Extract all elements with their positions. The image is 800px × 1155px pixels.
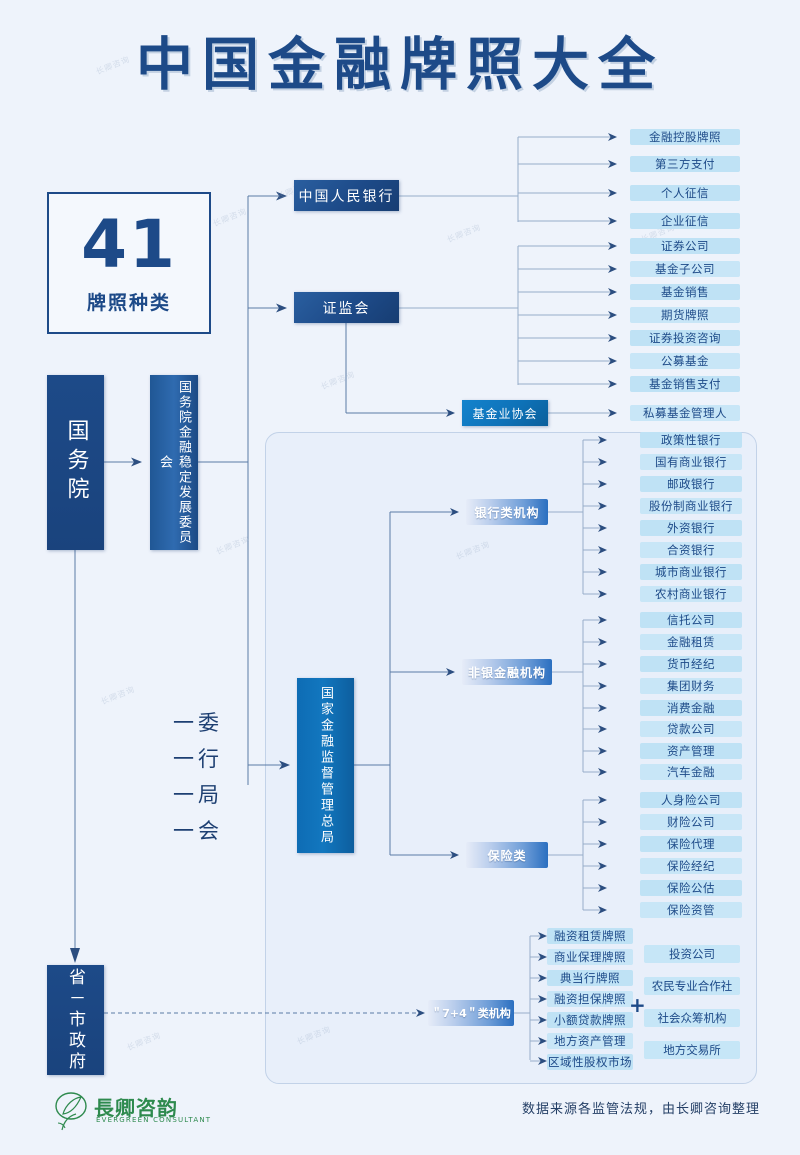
node-nonbank-institutions[interactable]: 非银金融机构 <box>462 659 552 685</box>
leaf-chip[interactable]: 贷款公司 <box>640 721 742 737</box>
plus-leaf-chip[interactable]: 地方交易所 <box>644 1041 740 1059</box>
leaf-chip[interactable]: 地方资产管理 <box>547 1033 633 1049</box>
leaf-chip[interactable]: 汽车金融 <box>640 764 742 780</box>
leaf-chip[interactable]: 金融控股牌照 <box>630 129 740 145</box>
leaf-chip[interactable]: 典当行牌照 <box>547 970 633 986</box>
slogan-block: 一委 一行 一局 一会 <box>138 705 258 849</box>
watermark: 长卿咨询 <box>99 684 137 707</box>
license-count-label: 牌照种类 <box>86 291 171 314</box>
leaf-chip[interactable]: 保险经纪 <box>640 858 742 874</box>
leaf-chip[interactable]: 保险代理 <box>640 836 742 852</box>
slogan-line-2: 一行 <box>173 747 223 771</box>
leaf-chip[interactable]: 消费金融 <box>640 700 742 716</box>
leaf-chip[interactable]: 保险公估 <box>640 880 742 896</box>
leaf-chip[interactable]: 私募基金管理人 <box>630 405 740 421</box>
leaf-chip[interactable]: 区域性股权市场 <box>547 1054 633 1070</box>
leaf-chip[interactable]: 证券公司 <box>630 238 740 254</box>
brand-logo: 長卿咨韵 EVERGREEN CONSULTANT <box>52 1090 262 1134</box>
leaf-chip[interactable]: 第三方支付 <box>630 156 740 172</box>
leaf-chip[interactable]: 保险资管 <box>640 902 742 918</box>
watermark: 长卿咨询 <box>214 534 252 557</box>
leaf-chip[interactable]: 政策性银行 <box>640 432 742 448</box>
leaf-chip[interactable]: 融资租赁牌照 <box>547 928 633 944</box>
plus-sign-icon: + <box>629 993 646 1017</box>
leaf-chip[interactable]: 小额贷款牌照 <box>547 1012 633 1028</box>
node-insurance-institutions[interactable]: 保险类 <box>466 842 548 868</box>
leaf-chip[interactable]: 财险公司 <box>640 814 742 830</box>
leaf-logo-icon <box>55 1092 87 1131</box>
leaf-chip[interactable]: 商业保理牌照 <box>547 949 633 965</box>
leaf-chip[interactable]: 融资担保牌照 <box>547 991 633 1007</box>
leaf-chip[interactable]: 金融租赁 <box>640 634 742 650</box>
node-state-council[interactable]: 国务院 <box>47 375 104 550</box>
slogan-line-3: 一局 <box>173 783 223 807</box>
leaf-chip[interactable]: 基金子公司 <box>630 261 740 277</box>
brand-logo-subtitle: EVERGREEN CONSULTANT <box>96 1116 212 1124</box>
leaf-chip[interactable]: 国有商业银行 <box>640 454 742 470</box>
page-title: 中国金融牌照大全 <box>136 32 664 98</box>
leaf-chip[interactable]: 集团财务 <box>640 678 742 694</box>
watermark: 长卿咨询 <box>445 222 483 245</box>
leaf-chip[interactable]: 城市商业银行 <box>640 564 742 580</box>
node-amac[interactable]: 基金业协会 <box>462 400 548 426</box>
license-count-card: 41 牌照种类 <box>47 192 211 334</box>
leaf-chip[interactable]: 人身险公司 <box>640 792 742 808</box>
node-pboc[interactable]: 中国人民银行 <box>294 180 399 211</box>
leaf-chip[interactable]: 外资银行 <box>640 520 742 536</box>
node-seven-plus-four[interactable]: ＂7+4＂类机构 <box>428 1000 514 1026</box>
node-financial-stability-committee[interactable]: 国务院金融稳定发展委员会 <box>150 375 198 550</box>
leaf-chip[interactable]: 个人征信 <box>630 185 740 201</box>
leaf-chip[interactable]: 信托公司 <box>640 612 742 628</box>
watermark: 长卿咨询 <box>319 369 357 392</box>
node-nfra[interactable]: 国家金融监督管理总局 <box>297 678 354 853</box>
leaf-chip[interactable]: 邮政银行 <box>640 476 742 492</box>
brand-logo-text: 長卿咨韵 <box>94 1096 178 1120</box>
watermark: 长卿咨询 <box>125 1030 163 1053</box>
node-local-government[interactable]: 省－市政府 <box>47 965 104 1075</box>
leaf-chip[interactable]: 证券投资咨询 <box>630 330 740 346</box>
license-count-number: 41 <box>81 205 177 283</box>
leaf-chip[interactable]: 企业征信 <box>630 213 740 229</box>
slogan-line-4: 一会 <box>173 819 223 843</box>
node-bank-institutions[interactable]: 银行类机构 <box>466 499 548 525</box>
leaf-chip[interactable]: 期货牌照 <box>630 307 740 323</box>
slogan-line-1: 一委 <box>173 711 223 735</box>
leaf-chip[interactable]: 货币经纪 <box>640 656 742 672</box>
leaf-chip[interactable]: 公募基金 <box>630 353 740 369</box>
leaf-chip[interactable]: 合资银行 <box>640 542 742 558</box>
plus-leaf-chip[interactable]: 投资公司 <box>644 945 740 963</box>
leaf-chip[interactable]: 基金销售 <box>630 284 740 300</box>
plus-leaf-chip[interactable]: 农民专业合作社 <box>644 977 740 995</box>
node-csrc[interactable]: 证监会 <box>294 292 399 323</box>
leaf-chip[interactable]: 资产管理 <box>640 743 742 759</box>
plus-leaf-chip[interactable]: 社会众筹机构 <box>644 1009 740 1027</box>
leaf-chip[interactable]: 基金销售支付 <box>630 376 740 392</box>
leaf-chip[interactable]: 农村商业银行 <box>640 586 742 602</box>
watermark: 长卿咨询 <box>211 206 249 229</box>
leaf-chip[interactable]: 股份制商业银行 <box>640 498 742 514</box>
source-note: 数据来源各监管法规，由长卿咨询整理 <box>521 1102 760 1117</box>
